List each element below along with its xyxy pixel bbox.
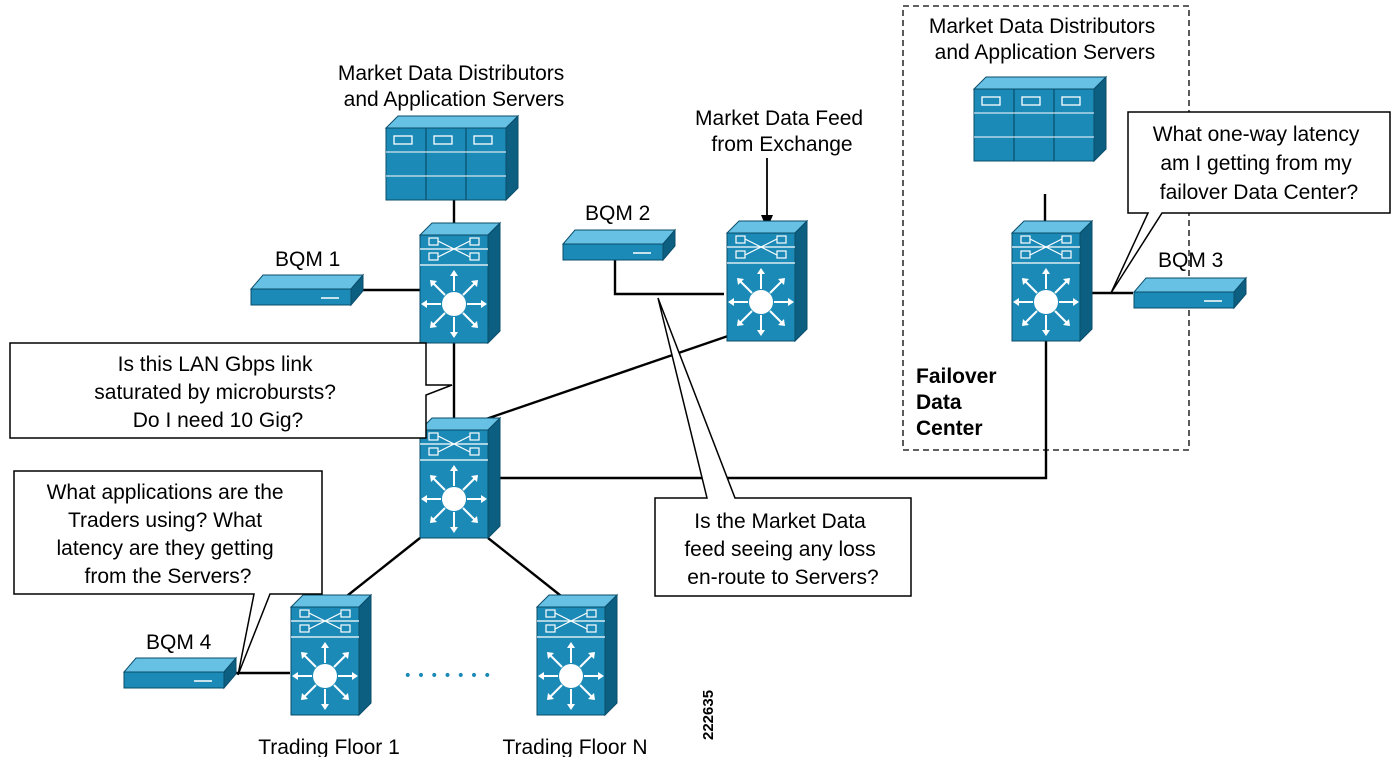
bqm1-probe-icon	[250, 274, 364, 306]
main-distributors-label: Market Data Distributors and Application…	[338, 62, 570, 111]
floor-ellipsis: •••••••	[404, 668, 497, 684]
bqm2-label: BQM 2	[585, 202, 650, 225]
failover-dc-label: Failover Data Center	[916, 365, 1002, 440]
trading-floor-n-label: Trading Floor N	[502, 736, 647, 757]
callout-applications	[13, 470, 323, 676]
failover-switch-icon	[1011, 220, 1093, 342]
network-links	[236, 158, 1133, 675]
distribution-switch-icon	[419, 222, 501, 344]
callout-one-way-latency	[1110, 111, 1391, 294]
callout-one-way-latency-text: What one-way latency am I getting from m…	[1153, 123, 1365, 204]
callout-lan-link	[9, 342, 453, 439]
trading-floor-1-label: Trading Floor 1	[258, 736, 400, 757]
bqm1-label: BQM 1	[275, 248, 340, 271]
bqm4-label: BQM 4	[146, 631, 212, 654]
bqm3-probe-icon	[1133, 277, 1247, 309]
core-switch-icon	[419, 417, 501, 539]
trading-floor-n-switch-icon	[536, 594, 618, 716]
figure-id: 222635	[700, 690, 717, 740]
feed-label: Market Data Feed from Exchange	[695, 107, 869, 156]
trading-floor-1-switch-icon	[290, 594, 372, 716]
bqm3-label: BQM 3	[1158, 249, 1223, 272]
callout-applications-text: What applications are the Traders using?…	[47, 481, 290, 588]
callout-feed-loss-text: Is the Market Data feed seeing any loss …	[684, 510, 881, 589]
main-server-rack-icon	[385, 115, 519, 201]
bqm2-probe-icon	[562, 229, 676, 261]
callout-lan-link-text: Is this LAN Gbps link saturated by micro…	[94, 353, 341, 432]
failover-distributors-label: Market Data Distributors and Application…	[929, 15, 1161, 64]
failover-server-rack-icon	[973, 76, 1107, 162]
feed-switch-icon	[726, 220, 808, 342]
callout-feed-loss	[654, 297, 912, 597]
bqm4-probe-icon	[123, 657, 237, 689]
